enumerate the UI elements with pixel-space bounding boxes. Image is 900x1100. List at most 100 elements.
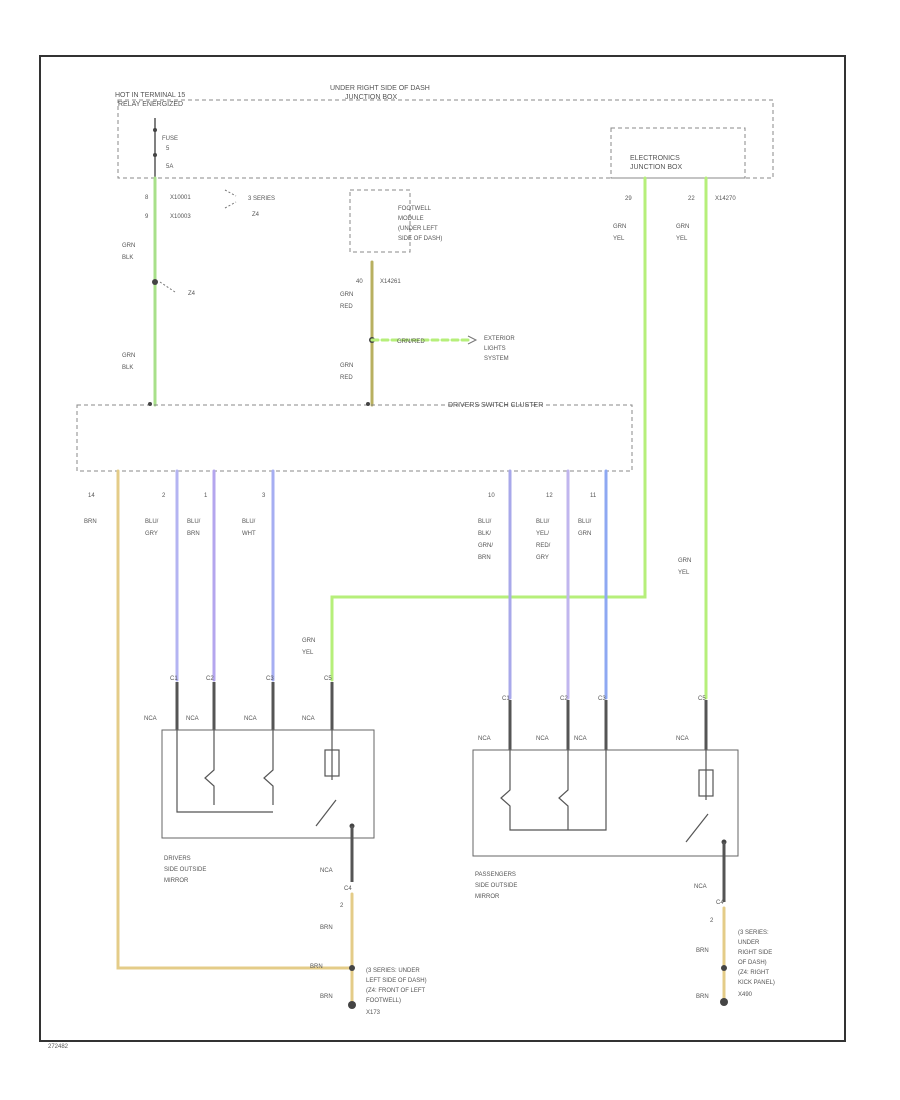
footwell-label-4: SIDE OF DASH) [398,236,442,242]
ground-left-symbol [348,1001,356,1009]
wire-label-blk-3: BLK/ [478,531,491,537]
hot-label: HOT IN TERMINAL 15 [115,92,185,99]
wire-label-grn-7: GRN [676,224,689,230]
wire-label-blu-1: BLU/ [145,519,159,525]
passenger-mirror-label-3: MIRROR [475,894,500,900]
wire-label-blu-5: BLU/ [536,519,550,525]
cluster-pin-3: 3 [262,493,266,499]
drv-conn-c4: C4 [344,886,352,892]
wire-label-yel-3: YEL [676,236,688,242]
passenger-mirror-internals [500,750,727,845]
wire-label-grn-4: GRN [340,363,353,369]
fuse-node-bottom [153,153,157,157]
footwell-label-3: (UNDER LEFT [398,226,438,232]
drv-heater [324,749,340,777]
footwell-label-1: FOOTWELL [398,206,432,212]
wire-label-yel-2: YEL [302,650,314,656]
wire-label-gry-1: GRY [145,531,158,537]
pass-conn-c4: C4 [716,900,724,906]
ground-right-label-1: (3 SERIES: [738,930,769,936]
drv-conn-c3: C3 [266,676,274,682]
ground-right-label-4: OF DASH) [738,960,767,966]
drv-conn-c2: C2 [206,676,214,682]
electronics-pin-29: 29 [625,196,632,202]
z4-label: Z4 [252,212,260,218]
driver-mirror-label-3: MIRROR [164,878,189,884]
pass-switch-blade [685,813,709,843]
exterior-arrow [467,335,478,345]
ground-right-splice [721,965,727,971]
wire-label-brn-8: BRN [696,994,709,1000]
splice-z4-node [152,279,158,285]
ground-left-splice [349,965,355,971]
wire-label-grn-1: GRN [122,243,135,249]
series3-label: 3 SERIES [248,196,275,202]
pass-motor-1 [500,750,607,831]
conn-x10001: X10001 [170,195,191,201]
wire-label-yel-1: YEL [613,236,625,242]
cluster-pin-11: 11 [590,493,597,499]
footwell-pin: 40 [356,279,363,285]
electronics-label-1: ELECTRONICS [630,155,680,162]
wire-label-brn-2: BRN [187,531,200,537]
drv-motor-1 [204,730,215,805]
footwell-label-2: MODULE [398,216,424,222]
drv-internal-1 [176,730,214,813]
drv-nca-4: NCA [302,716,315,722]
wire-label-blu-2: BLU/ [187,519,201,525]
wire-label-brn-7: BRN [696,948,709,954]
fuse-amp: 5A [166,164,173,170]
pass-conn-c1: C1 [502,696,510,702]
cluster-pin-12: 12 [546,493,553,499]
driver-mirror-label-1: DRIVERS [164,856,191,862]
ground-left-label-2: LEFT SIDE OF DASH) [366,978,427,984]
wire-label-blk-2: BLK [122,365,133,371]
pass-nca-5: NCA [694,884,707,890]
drivers-switch-cluster [76,404,633,472]
exterior-label-1: EXTERIOR [484,336,515,342]
drv-nca-3: NCA [244,716,257,722]
exterior-wire-label: GRN/RED [397,339,425,345]
ground-left-label-3: (Z4: FRONT OF LEFT [366,988,426,994]
pass-nca-1: NCA [478,736,491,742]
drv-conn-c1: C1 [170,676,178,682]
wire-label-gry-2: GRY [536,555,549,561]
passenger-mirror-label-1: PASSENGERS [475,872,516,878]
diagram-frame [39,55,846,1042]
ground-right-label-5: (Z4: RIGHT [738,970,769,976]
wire-grn-yel-driver [330,176,647,682]
junction-box-outline [117,99,774,179]
electronics-pin-22: 22 [688,196,695,202]
cluster-pin-b [366,402,370,406]
wire-label-grn-5: GRN [613,224,626,230]
pass-nca-2: NCA [536,736,549,742]
driver-mirror-box [161,729,375,839]
wire-label-yel-5: YEL/ [536,531,549,537]
drv-motor-2 [263,730,274,805]
pass-conn-c3: C3 [598,696,606,702]
passenger-mirror-label-2: SIDE OUTSIDE [475,883,517,889]
cluster-pin-1: 1 [204,493,208,499]
footwell-conn: X14261 [380,279,401,285]
drv-nca-5: NCA [320,868,333,874]
pin-9: 9 [145,214,149,220]
wire-label-brn-3: BRN [478,555,491,561]
electronics-jbox-outline [610,127,746,179]
ground-right-symbol [720,998,728,1006]
electronics-label-2: JUNCTION BOX [630,164,682,171]
wire-label-grn-2: GRN [122,353,135,359]
pass-conn-c2: C2 [560,696,568,702]
pass-nca-4: NCA [676,736,689,742]
exterior-label-3: SYSTEM [484,356,509,362]
wire-brn-cluster [116,469,354,970]
z4-arrow [224,201,237,209]
pin-8: 8 [145,195,149,201]
splice-z4-arrow [159,281,176,293]
wire-label-grn-8: GRN [678,558,691,564]
wire-label-grn-3: GRN [340,292,353,298]
footwell-module-outline [349,189,411,253]
driver-mirror-label-2: SIDE OUTSIDE [164,867,206,873]
wire-label-red-3: RED/ [536,543,551,549]
junction-box-label: JUNCTION BOX [345,94,397,101]
drv-nca-2: NCA [186,716,199,722]
